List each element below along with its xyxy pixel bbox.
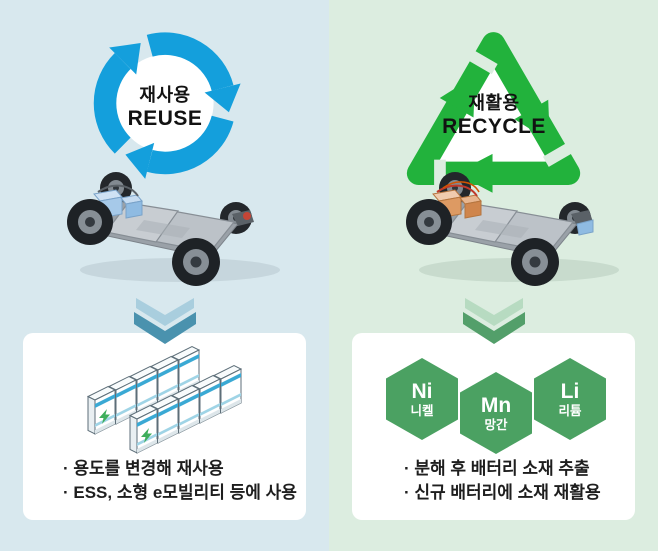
down-chevron-icon [463,298,525,344]
ev-chassis-illustration [67,172,280,286]
reuse-result-card: · 용도를 변경해 재사용 · ESS, 소형 e모빌리티 등에 사용 [23,333,306,520]
recycle-panel: 재활용 RECYCLE [329,0,658,551]
reuse-description-list: · 용도를 변경해 재사용 · ESS, 소형 e모빌리티 등에 사용 [63,457,297,505]
material-hexagon-manganese: Mn 망간 [460,372,532,454]
reuse-panel: 재사용 REUSE [0,0,329,551]
ess-battery-racks-illustration [87,346,242,454]
recycle-symbol-icon [406,32,581,193]
reuse-title-english: REUSE [127,107,203,130]
material-name: 니켈 [410,403,434,418]
recycle-title-english: RECYCLE [442,115,546,138]
material-symbol: Mn [480,393,512,417]
recycle-bullet-1: · 분해 후 배터리 소재 추출 [404,459,590,478]
material-symbol: Li [560,379,580,403]
recycle-title-korean: 재활용 [468,93,520,113]
reuse-logo-title: 재사용 REUSE [95,84,235,132]
recycle-bullet-2: · 신규 배터리에 소재 재활용 [404,483,601,502]
material-hexagon-lithium: Li 리튬 [534,358,606,440]
recycle-result-card: Ni 니켈 Mn 망간 Li 리튬 · 분해 후 배터리 소재 추출 · 신규 … [352,333,635,520]
reuse-cycle-icon [93,32,241,179]
material-symbol: Ni [411,379,433,403]
ev-chassis-illustration [406,172,619,286]
material-name: 망간 [484,417,508,432]
recycle-description-list: · 분해 후 배터리 소재 추출 · 신규 배터리에 소재 재활용 [404,457,601,505]
material-hexagon-nickel: Ni 니켈 [386,358,458,440]
material-name: 리튬 [558,403,582,418]
recycle-logo-title: 재활용 RECYCLE [424,92,564,140]
reuse-bullet-2: · ESS, 소형 e모빌리티 등에 사용 [63,483,297,502]
reuse-title-korean: 재사용 [139,85,191,105]
down-chevron-icon [134,298,196,344]
reuse-bullet-1: · 용도를 변경해 재사용 [63,459,224,478]
